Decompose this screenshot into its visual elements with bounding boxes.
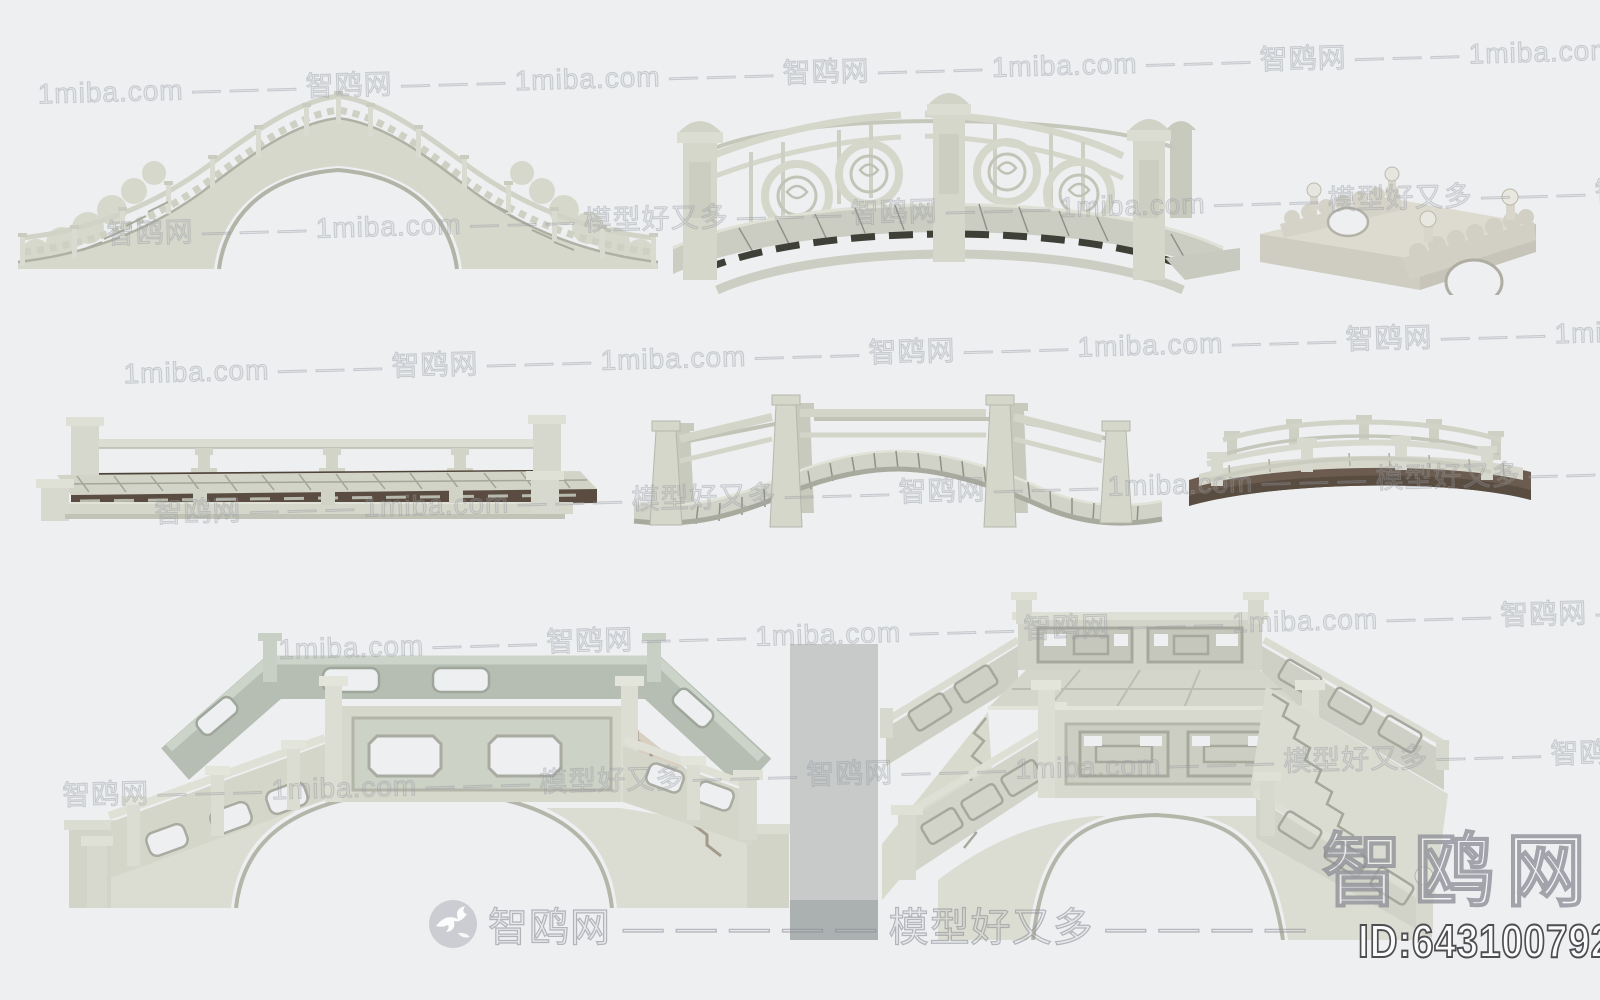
watermark-row: 1miba.com — — — 智鸥网 — — — 1miba.com — — …	[123, 305, 1600, 390]
platform-left-face	[1260, 234, 1420, 290]
far-top-rail	[93, 439, 545, 448]
small-granite-cloud-bridge	[1252, 160, 1542, 295]
far-posts	[1166, 121, 1196, 218]
bridge-3-render	[1260, 166, 1536, 295]
end-post-left	[677, 121, 723, 280]
post-caps	[18, 91, 658, 237]
bridge-2-render	[672, 93, 1240, 295]
far-rail-2	[1224, 434, 1500, 456]
arch-opening	[1028, 810, 1288, 940]
deck-tail-right	[1165, 248, 1240, 280]
right-staircase	[1250, 686, 1448, 938]
near-ball-posts	[1419, 188, 1519, 242]
bridge-7-render	[64, 633, 790, 908]
bridge-5-render	[633, 394, 1163, 528]
ornament-rail	[23, 106, 653, 256]
cloud-wing-ornate-arch-bridge	[18, 52, 658, 284]
far-posts	[258, 633, 666, 682]
base-shade	[65, 514, 565, 519]
medallion-railing-arch-bridge	[655, 78, 1240, 306]
railing-posts	[20, 94, 656, 266]
center-post	[927, 93, 971, 262]
lattice-railing-stair-arch-bridge	[790, 582, 1470, 940]
far-rail	[1222, 419, 1502, 443]
deck-band	[673, 204, 1223, 274]
far-ball-posts	[1306, 166, 1400, 210]
deck	[634, 451, 1162, 524]
bridge-6-render	[1189, 415, 1531, 506]
steps-hint	[81, 201, 575, 251]
octagon-panel-arch-bridge	[35, 578, 790, 908]
abutment	[790, 644, 878, 940]
arch-opening	[231, 784, 617, 908]
near-pillars	[649, 394, 1133, 528]
bridge-4-render	[36, 415, 597, 521]
curved-plank-pillar-bridge	[628, 393, 1168, 533]
granite-base-curved-bridge	[1183, 408, 1538, 518]
flat-balustrade-bridge	[35, 415, 600, 525]
near-rail	[49, 503, 573, 514]
far-panel-holes	[195, 666, 715, 737]
far-rail-left-slope	[880, 637, 1020, 766]
deck-underside	[633, 466, 1163, 526]
near-balusters	[193, 487, 463, 505]
near-left-band	[81, 734, 327, 908]
near-rail-2	[1208, 456, 1492, 482]
near-center-panel	[341, 706, 623, 802]
near-end-posts	[36, 471, 564, 521]
far-end-posts	[66, 415, 566, 475]
arch-ring	[1031, 812, 1285, 940]
arch-opening	[214, 166, 462, 269]
arch-ring	[217, 167, 459, 270]
bridge-1-render	[18, 91, 658, 270]
far-balusters	[191, 448, 473, 474]
end-post-right	[1127, 119, 1171, 280]
abutment-shade	[790, 900, 878, 940]
far-rail-center	[1011, 592, 1269, 670]
bridge-8-render	[790, 592, 1450, 940]
near-right-band	[623, 736, 763, 846]
near-rail	[1206, 439, 1494, 467]
near-rails	[679, 409, 1103, 464]
far-cloud-wall	[1280, 185, 1402, 238]
granite-front	[1189, 475, 1531, 506]
